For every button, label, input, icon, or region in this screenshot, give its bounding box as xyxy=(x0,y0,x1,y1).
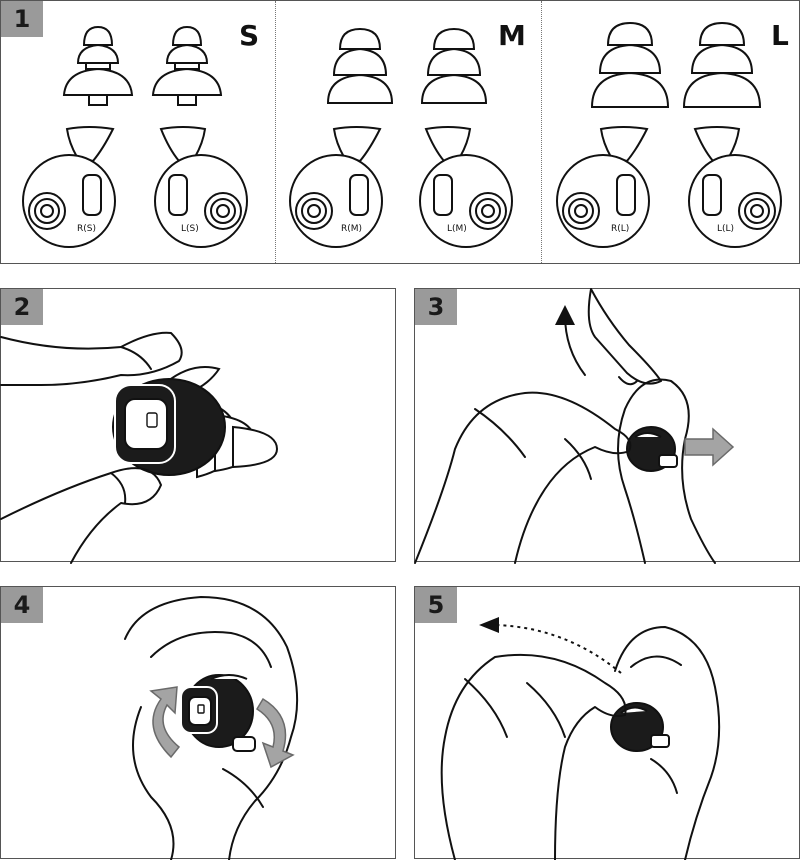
ear-icon xyxy=(618,380,715,563)
earbud-icon xyxy=(181,675,255,751)
earbud-icon xyxy=(290,127,382,247)
size-illustrations: R(S) L(S) R(M) L(M) xyxy=(1,1,800,265)
ear-tip-icon xyxy=(592,23,668,107)
earbud-icon xyxy=(611,703,669,751)
size-l-left-code: L(L) xyxy=(717,224,734,234)
ear-tip-icon xyxy=(422,29,486,103)
earbud-icon xyxy=(689,127,781,247)
panel-step-5: 5 xyxy=(414,586,800,859)
panel-step-4: 4 xyxy=(0,586,396,859)
earbud-icon xyxy=(23,127,115,247)
panel-step-2: 2 xyxy=(0,288,396,562)
ear-tip-icon xyxy=(684,23,760,107)
rotate-arrow-icon xyxy=(257,699,293,767)
earbud-icon xyxy=(155,127,247,247)
rotate-arrow-icon xyxy=(151,687,179,757)
rotate-earbud-illustration xyxy=(1,587,397,860)
size-l-right-code: R(L) xyxy=(611,224,629,234)
ear-tip-icon xyxy=(64,27,132,105)
panel-step-1: 1 S M L xyxy=(0,0,800,264)
size-s-right-code: R(S) xyxy=(77,224,96,234)
size-m-left-code: L(M) xyxy=(447,224,467,234)
panel-step-3: 3 xyxy=(414,288,800,562)
size-s-left-code: L(S) xyxy=(181,224,199,234)
insert-tip-illustration xyxy=(1,289,397,563)
hand-icon xyxy=(1,333,182,385)
earbud-icon xyxy=(113,367,225,475)
hand-icon xyxy=(442,655,626,860)
remove-earbud-illustration xyxy=(415,587,800,860)
earbud-icon xyxy=(627,427,677,471)
pull-arrow-icon xyxy=(495,625,621,673)
hand-icon xyxy=(589,289,661,384)
push-arrow-icon xyxy=(685,429,733,465)
size-m-right-code: R(M) xyxy=(341,224,362,234)
place-earbud-illustration xyxy=(415,289,800,563)
ear-tip-icon xyxy=(153,27,221,105)
ear-tip-icon xyxy=(328,29,392,103)
earbud-icon xyxy=(557,127,649,247)
